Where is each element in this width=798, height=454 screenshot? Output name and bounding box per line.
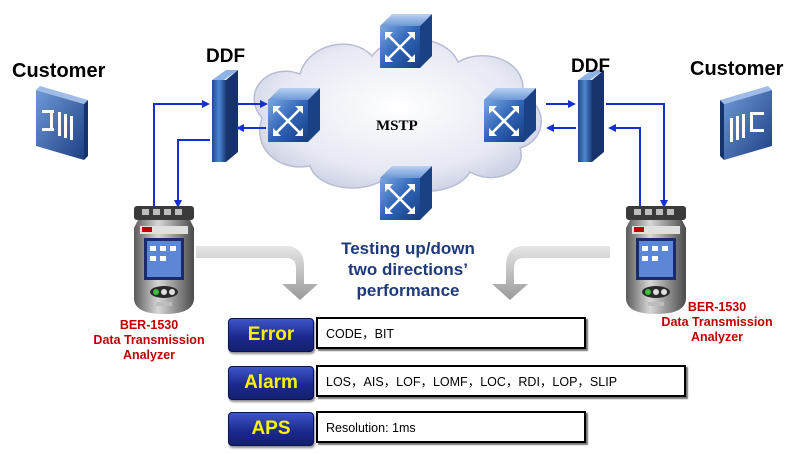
customer-label-left: Customer bbox=[12, 60, 106, 82]
customer-equipment-icon-left bbox=[36, 86, 88, 160]
testing-line-3: performance bbox=[356, 281, 460, 300]
analyzer-model: BER-1530 bbox=[119, 318, 179, 332]
ddf-label-left: DDF bbox=[206, 46, 246, 67]
cloud-label: MSTP bbox=[376, 118, 418, 134]
curved-arrow-icon-right bbox=[492, 246, 610, 300]
customer-label-right: Customer bbox=[690, 58, 784, 80]
curved-arrow-icon-left bbox=[196, 246, 318, 300]
analyzer-desc-1: Data Transmission bbox=[661, 315, 773, 329]
mstp-cloud-icon bbox=[253, 37, 542, 193]
tester-device-icon-right bbox=[626, 206, 686, 314]
analyzer-desc-1: Data Transmission bbox=[93, 333, 205, 347]
test-tag-alarm: Alarm bbox=[228, 366, 314, 400]
testing-line-1: Testing up/down bbox=[341, 239, 475, 258]
customer-equipment-icon-right bbox=[720, 86, 772, 160]
tester-device-icon-left bbox=[134, 206, 194, 314]
analyzer-label-right: BER-1530 Data Transmission Analyzer bbox=[642, 300, 792, 345]
analyzer-desc-2: Analyzer bbox=[122, 348, 176, 362]
ddf-rack-icon-left bbox=[212, 70, 238, 162]
optical-switch-icon-left bbox=[266, 86, 322, 144]
link-lines bbox=[153, 100, 668, 208]
ddf-label-right: DDF bbox=[571, 56, 611, 77]
test-detail-error: CODE，BIT bbox=[316, 317, 586, 349]
test-tag-error: Error bbox=[228, 318, 314, 352]
testing-caption: Testing up/down two directions’ performa… bbox=[318, 238, 498, 301]
test-tag-aps: APS bbox=[228, 412, 314, 446]
ddf-rack-icon-right bbox=[578, 70, 604, 162]
optical-switch-icon-right bbox=[482, 86, 538, 144]
test-detail-aps: Resolution: 1ms bbox=[316, 411, 586, 443]
optical-switch-icon-bottom bbox=[378, 164, 434, 222]
optical-switch-icon-top bbox=[378, 12, 434, 70]
analyzer-desc-2: Analyzer bbox=[690, 330, 744, 344]
analyzer-model: BER-1530 bbox=[687, 300, 747, 314]
analyzer-label-left: BER-1530 Data Transmission Analyzer bbox=[74, 318, 224, 363]
testing-line-2: two directions’ bbox=[348, 260, 468, 279]
test-detail-alarm: LOS，AIS，LOF，LOMF，LOC，RDI，LOP，SLIP bbox=[316, 365, 686, 397]
